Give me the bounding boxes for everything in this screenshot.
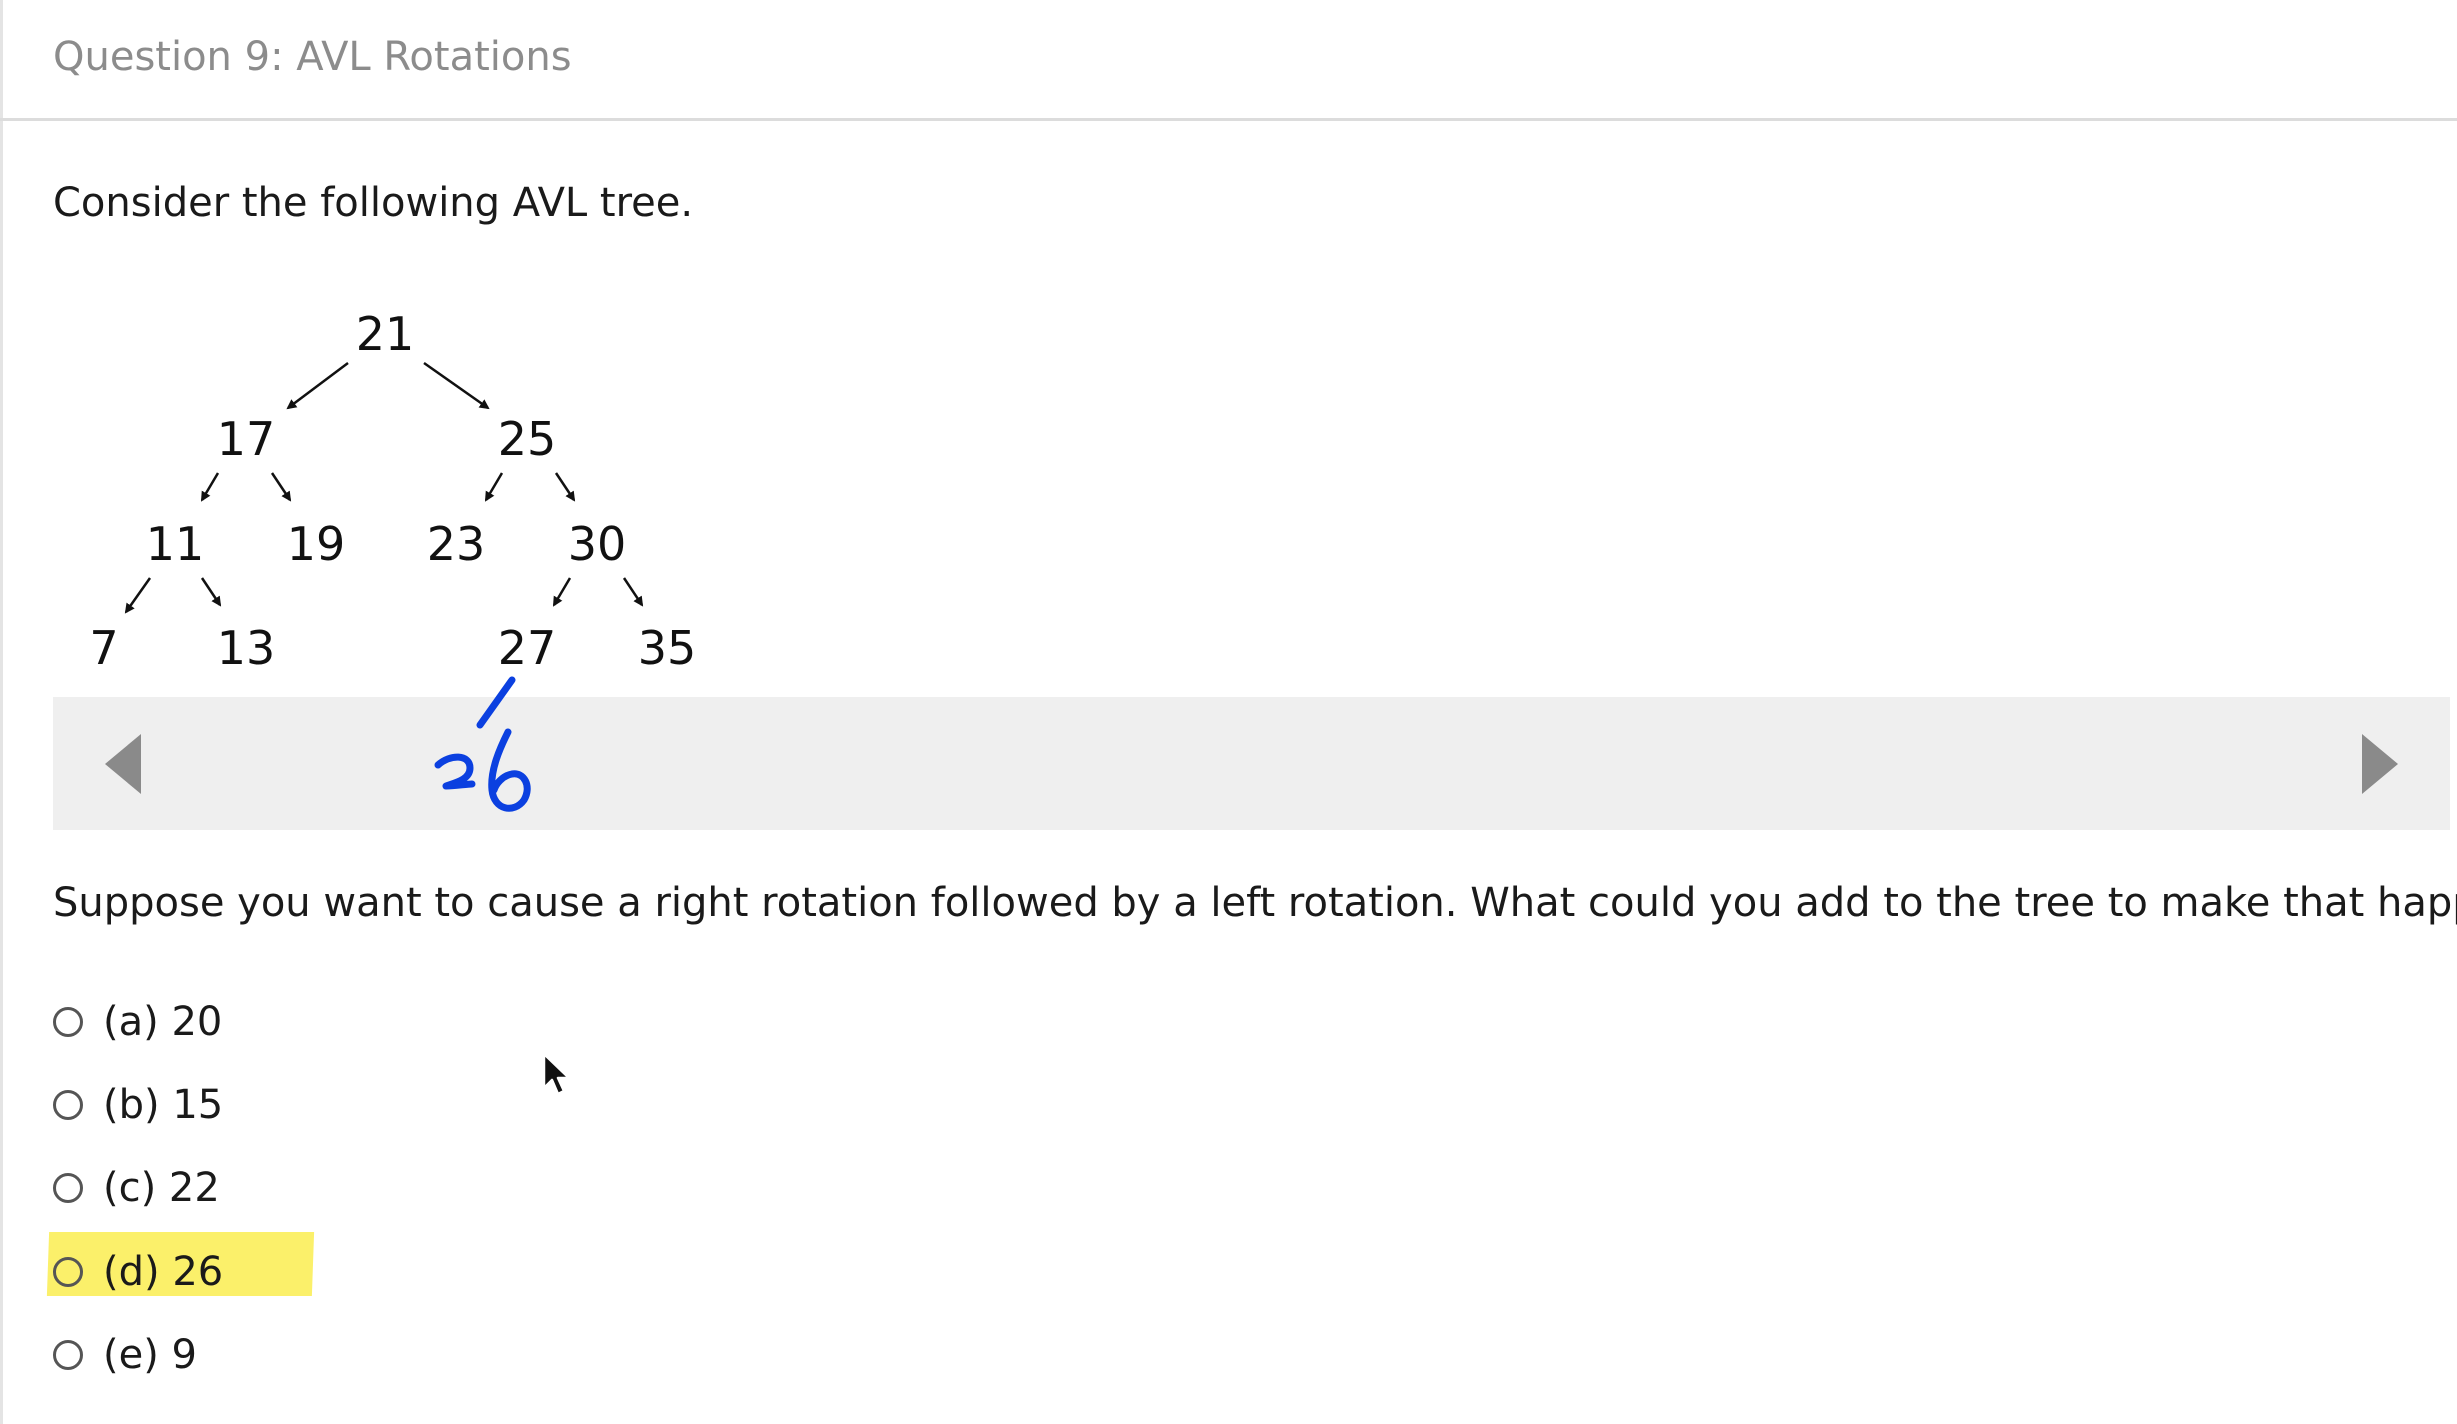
triangle-left-icon [105,733,141,794]
question-text: Suppose you want to cause a right rotati… [53,880,2457,926]
edge-11-13 [200,577,222,607]
option-key: (d) [103,1249,160,1295]
edge-30-27 [552,577,572,607]
tree-node-13: 13 [217,621,276,675]
tree-node-17: 17 [217,412,276,466]
option-key: (b) [103,1082,160,1128]
edge-25-30 [554,472,576,502]
option-c[interactable]: (c) 22 [53,1156,653,1220]
window-edge [0,0,3,1424]
edge-21-17 [286,362,349,410]
edge-21-25 [423,361,490,410]
tree-node-30: 30 [568,517,627,571]
option-key: (a) [103,999,159,1045]
tree-node-11: 11 [146,517,205,571]
page-title: Question 9: AVL Rotations [53,34,572,80]
edge-17-11 [200,472,220,502]
edge-17-19 [270,472,292,502]
option-d[interactable]: (d) 26 [53,1240,653,1304]
option-e[interactable]: (e) 9 [53,1323,653,1387]
slide-navigation-bar [53,697,2450,830]
next-button[interactable] [2350,697,2410,830]
option-a[interactable]: (a) 20 [53,990,653,1054]
triangle-right-icon [2362,733,2398,794]
option-value: 22 [168,1165,220,1211]
edge-25-23 [484,472,504,502]
question-header: Question 9: AVL Rotations [0,0,2457,121]
option-key: (e) [103,1332,159,1378]
tree-node-35: 35 [638,621,697,675]
radio-button[interactable] [53,1007,83,1037]
option-b[interactable]: (b) 15 [53,1073,653,1137]
edge-30-35 [622,577,644,607]
mouse-cursor-icon [542,1052,571,1096]
option-value: 15 [172,1082,224,1128]
radio-button[interactable] [53,1173,83,1203]
option-value: 26 [172,1249,224,1295]
option-key: (c) [103,1165,157,1211]
tree-node-27: 27 [498,621,557,675]
radio-button[interactable] [53,1090,83,1120]
tree-node-7: 7 [89,621,118,675]
previous-button[interactable] [93,697,153,830]
avl-tree-diagram: 21 17 25 11 19 23 30 7 13 27 35 [89,307,697,675]
option-value: 20 [171,999,223,1045]
tree-node-25: 25 [498,412,557,466]
handwritten-annotation-26 [434,676,531,812]
tree-node-23: 23 [427,517,486,571]
radio-button[interactable] [53,1340,83,1370]
intro-text: Consider the following AVL tree. [53,180,694,226]
tree-node-19: 19 [287,517,346,571]
option-value: 9 [171,1332,197,1378]
tree-node-21: 21 [356,307,415,361]
edge-11-7 [124,577,152,614]
radio-button[interactable] [53,1257,83,1287]
